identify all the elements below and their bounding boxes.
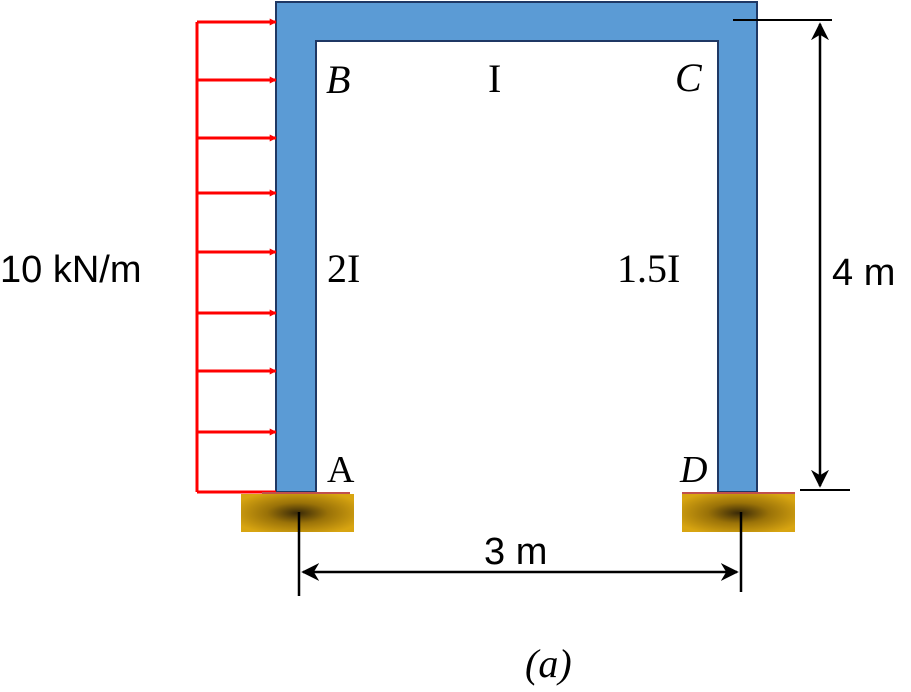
node-label-d: D (679, 449, 707, 491)
height-label: 4 m (832, 252, 895, 294)
span-label: 3 m (484, 531, 547, 573)
node-label-c: C (675, 55, 703, 100)
support-a (241, 492, 354, 532)
node-label-b: B (326, 57, 350, 102)
load-label: 10 kN/m (0, 249, 141, 291)
member-label-beam: I (488, 56, 501, 101)
support-d (682, 492, 795, 532)
member-label-column-dc: 1.5I (617, 246, 680, 291)
span-dimension (297, 512, 743, 596)
height-dimension (733, 19, 850, 491)
member-label-column-ab: 2I (327, 246, 360, 291)
distributed-load (195, 18, 277, 494)
figure-caption: (a) (525, 641, 572, 686)
node-label-a: A (327, 449, 355, 491)
